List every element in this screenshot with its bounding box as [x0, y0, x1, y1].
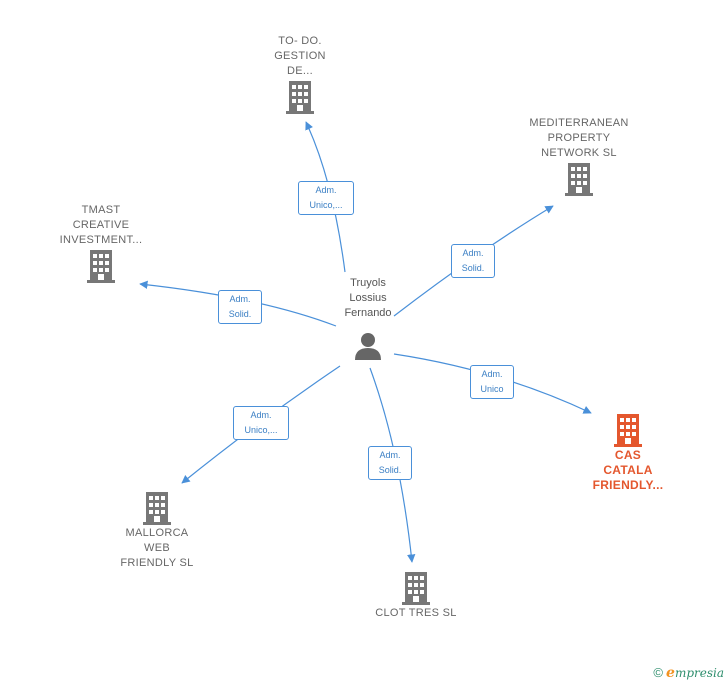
- company-name-todo: TO- DO. GESTION DE...: [274, 35, 326, 77]
- person-icon: [355, 333, 381, 360]
- brand-logo[interactable]: empresia: [666, 665, 724, 681]
- relation-label-cascatala[interactable]: Adm. Unico: [470, 365, 514, 399]
- company-name-clottres: CLOT TRES SL: [375, 607, 457, 619]
- company-node-tmast[interactable]: TMAST CREATIVE INVESTMENT...: [46, 203, 156, 284]
- building-icon: [87, 250, 115, 283]
- company-name-mallorca: MALLORCA WEB FRIENDLY SL: [120, 527, 194, 569]
- company-name-cascatala: CAS CATALA FRIENDLY...: [592, 448, 664, 492]
- building-icon: [565, 163, 593, 196]
- relation-label-clottres[interactable]: Adm. Solid.: [368, 446, 412, 480]
- relation-label-mallorca[interactable]: Adm. Unico,...: [233, 406, 289, 440]
- company-node-mediterranean[interactable]: MEDITERRANEAN PROPERTY NETWORK SL: [519, 116, 639, 197]
- relation-label-todo[interactable]: Adm. Unico,...: [298, 181, 354, 215]
- building-icon: [614, 414, 642, 447]
- company-node-mallorca[interactable]: MALLORCA WEB FRIENDLY SL: [107, 490, 207, 571]
- person-name: Truyols Lossius Fernando: [344, 277, 392, 319]
- footer-brand: ©empresia: [653, 665, 724, 681]
- relation-label-tmast[interactable]: Adm. Solid.: [218, 290, 262, 324]
- building-icon: [402, 572, 430, 605]
- relation-label-mediterranean[interactable]: Adm. Solid.: [451, 244, 495, 278]
- person-node[interactable]: [352, 330, 384, 367]
- company-name-tmast: TMAST CREATIVE INVESTMENT...: [59, 204, 143, 246]
- building-icon: [143, 492, 171, 525]
- copyright-icon: ©: [653, 665, 664, 680]
- building-icon: [286, 81, 314, 114]
- company-node-cascatala[interactable]: CAS CATALA FRIENDLY...: [578, 412, 678, 493]
- company-node-clottres[interactable]: CLOT TRES SL: [366, 570, 466, 621]
- company-node-todo[interactable]: TO- DO. GESTION DE...: [250, 34, 350, 115]
- company-name-mediterranean: MEDITERRANEAN PROPERTY NETWORK SL: [529, 117, 629, 159]
